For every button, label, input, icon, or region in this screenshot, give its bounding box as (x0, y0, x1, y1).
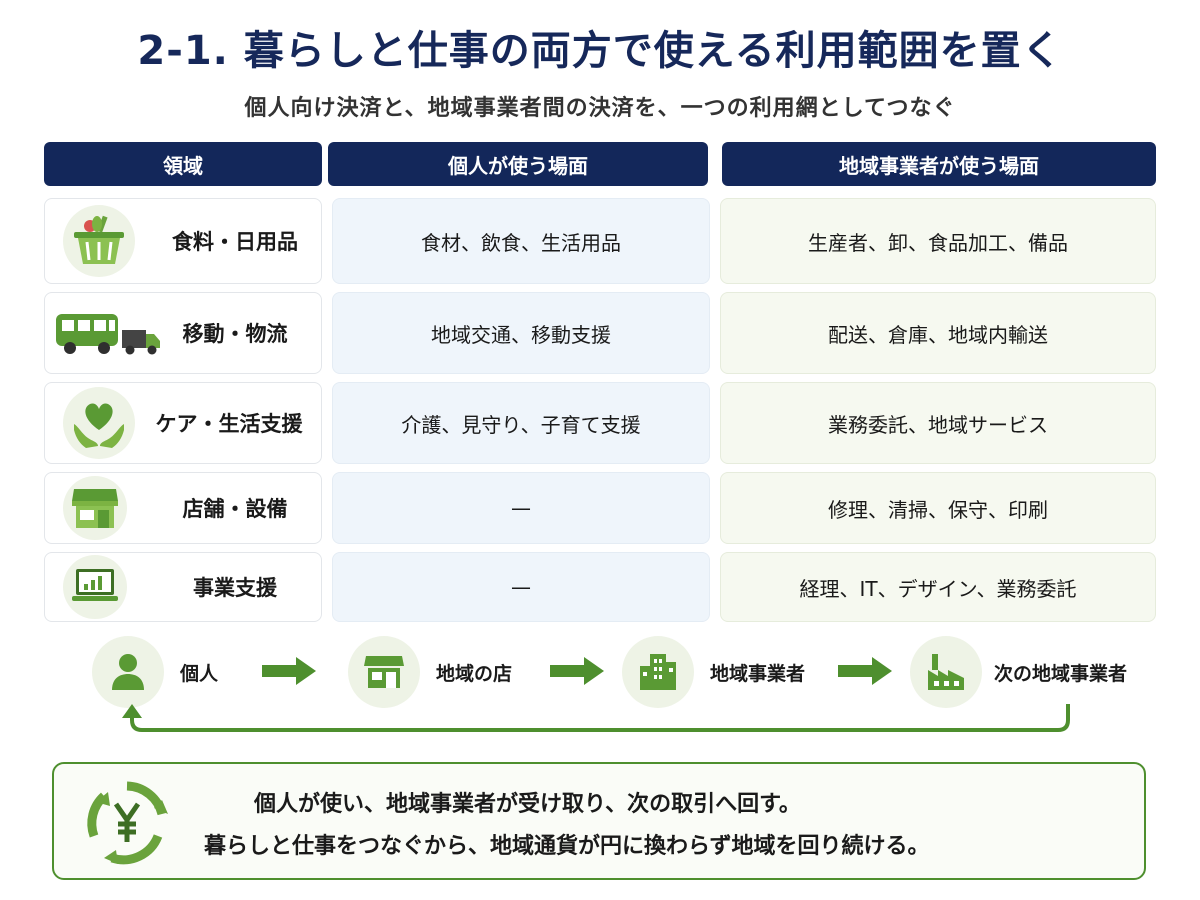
flow-node-shop: 地域の店 (348, 636, 512, 708)
basket-icon (63, 205, 135, 277)
business-cell: 配送、倉庫、地域内輸送 (720, 292, 1156, 374)
page-subtitle: 個人向け決済と、地域事業者間の決済を、一つの利用網としてつなぐ (244, 96, 956, 121)
factory-icon (910, 636, 982, 708)
flow-label: 地域事業者 (710, 662, 806, 685)
arrow-right-icon (262, 655, 318, 691)
page-title: 2-1. 暮らしと仕事の両方で使える利用範囲を置く (137, 28, 1063, 74)
summary-line-2: 暮らしと仕事をつなぐから、地域通貨が円に換わらず地域を回り続ける。 (204, 834, 930, 859)
table-row-domain: 事業支援 (44, 552, 322, 622)
business-cell: 経理、IT、デザイン、業務委託 (720, 552, 1156, 622)
table-row-domain: ケア・生活支援 (44, 382, 322, 464)
flow-node-next-business: 次の地域事業者 (910, 636, 1127, 708)
arrow-right-icon (838, 655, 894, 691)
storefront-icon (63, 476, 127, 540)
flow-label: 次の地域事業者 (994, 662, 1128, 685)
person-icon (92, 636, 164, 708)
header-business: 地域事業者が使う場面 (722, 142, 1156, 186)
flow-node-individual: 個人 (92, 636, 218, 708)
business-cell: 業務委託、地域サービス (720, 382, 1156, 464)
shop-icon (348, 636, 420, 708)
bus-truck-icon (53, 297, 163, 369)
flow-label: 地域の店 (436, 662, 513, 685)
summary-box: 個人が使い、地域事業者が受け取り、次の取引へ回す。 暮らしと仕事をつなぐから、地… (52, 762, 1146, 880)
table-row-domain: 店舗・設備 (44, 472, 322, 544)
header-domain: 領域 (44, 142, 322, 186)
flow-node-business: 地域事業者 (622, 636, 805, 708)
domain-label: 食料・日用品 (172, 230, 298, 254)
personal-cell: — (332, 552, 710, 622)
domain-label: 移動・物流 (182, 322, 288, 346)
table-row-domain: 移動・物流 (44, 292, 322, 374)
summary-line-1: 個人が使い、地域事業者が受け取り、次の取引へ回す。 (254, 792, 801, 817)
buildings-icon (622, 636, 694, 708)
business-cell: 生産者、卸、食品加工、備品 (720, 198, 1156, 284)
yen-cycle-icon (82, 778, 172, 872)
personal-cell: 介護、見守り、子育て支援 (332, 382, 710, 464)
laptop-chart-icon (63, 555, 127, 619)
table-row-domain: 食料・日用品 (44, 198, 322, 284)
business-cell: 修理、清掃、保守、印刷 (720, 472, 1156, 544)
domain-label: ケア・生活支援 (155, 412, 303, 436)
flow-label: 個人 (180, 662, 219, 685)
personal-cell: 地域交通、移動支援 (332, 292, 710, 374)
arrow-right-icon (550, 655, 606, 691)
domain-label: 事業支援 (193, 576, 277, 600)
header-personal: 個人が使う場面 (328, 142, 708, 186)
return-arrow-icon (122, 704, 1070, 732)
domain-label: 店舗・設備 (182, 497, 288, 521)
personal-cell: — (332, 472, 710, 544)
personal-cell: 食材、飲食、生活用品 (332, 198, 710, 284)
heart-hands-icon (63, 387, 135, 459)
